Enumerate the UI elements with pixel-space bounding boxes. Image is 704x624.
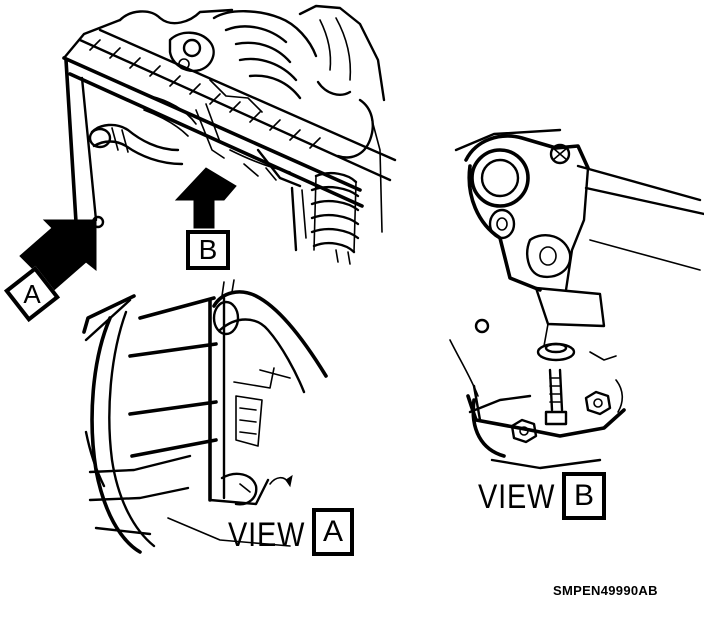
view-a-illustration xyxy=(82,279,328,554)
view-a-letter: A xyxy=(322,515,343,548)
nut-icon xyxy=(584,390,612,416)
view-b-letter-box: B xyxy=(562,472,606,520)
view-a-letter-box: A xyxy=(312,508,354,556)
engine-overview-illustration xyxy=(62,4,397,265)
view-a-word: VIEW xyxy=(228,516,306,554)
arrow-b-label-box: B xyxy=(186,230,230,270)
arrow-b-letter: B xyxy=(198,234,218,265)
view-b-letter: B xyxy=(573,479,594,512)
view-b-caption: VIEW xyxy=(478,478,555,517)
view-a-caption: VIEW xyxy=(228,516,305,555)
arrow-a-letter: A xyxy=(23,278,41,309)
view-b-word: VIEW xyxy=(478,478,556,516)
arrow-b-pointer xyxy=(174,167,237,229)
figure-code: SMPEN49990AB xyxy=(553,583,658,598)
nut-icon xyxy=(510,418,538,444)
view-b-illustration xyxy=(449,128,704,470)
spring-stack-illustration xyxy=(310,171,360,265)
